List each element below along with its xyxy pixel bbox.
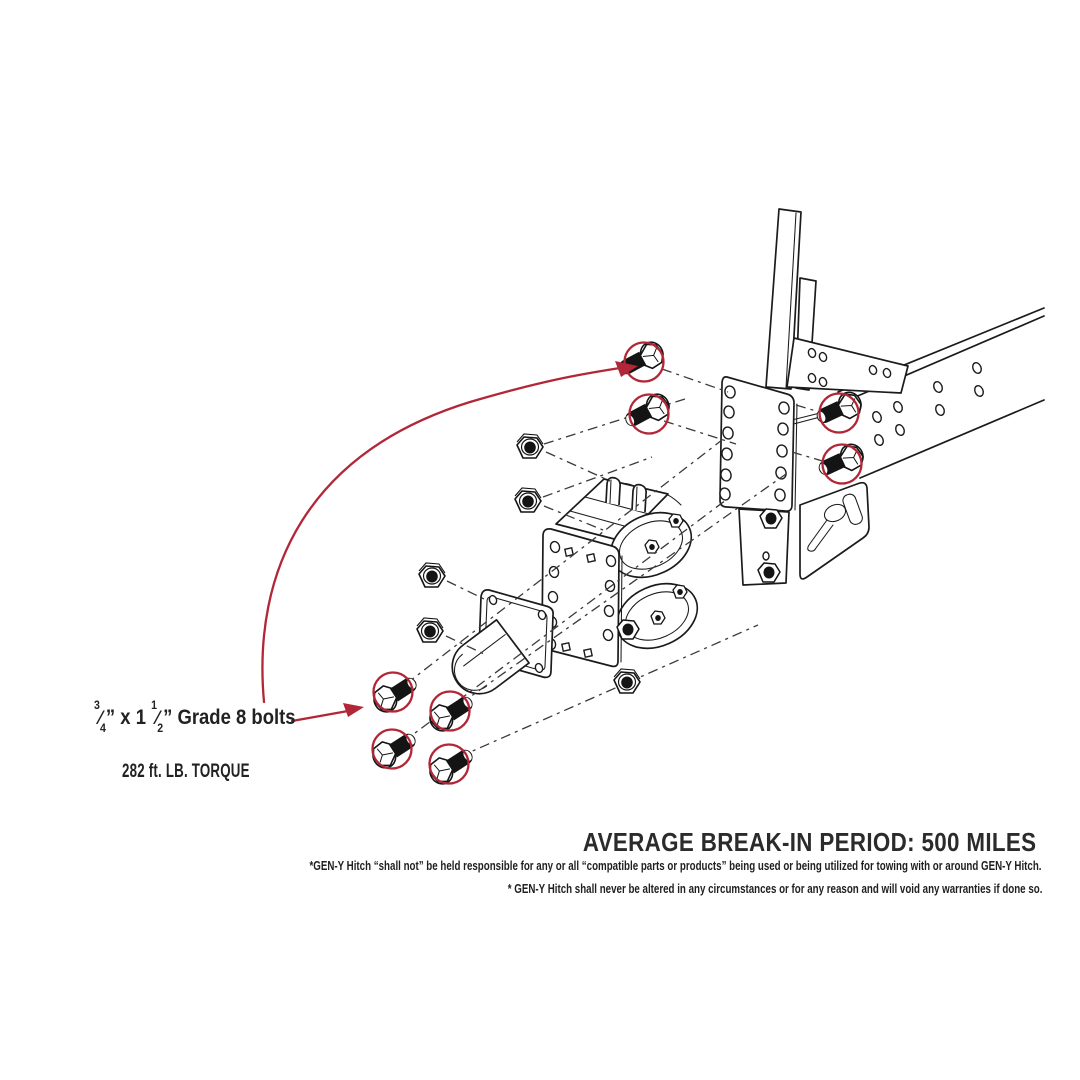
hex-nut (516, 433, 544, 459)
bolt-highlight-circle (821, 443, 863, 485)
bolt-highlight-circle (371, 728, 413, 770)
bolt-highlight-circle (818, 392, 860, 434)
hex-nut (416, 617, 444, 643)
torsion-head-assembly (541, 476, 699, 668)
fraction-three-quarters: 3⁄4 (94, 698, 106, 736)
clamp-tab (631, 483, 647, 513)
hex-bolt (368, 669, 423, 717)
flange-holes (488, 594, 547, 674)
side-bracket (799, 481, 870, 580)
torque-label: 282 ft. LB. TORQUE (122, 761, 250, 782)
red-callouts (261, 341, 863, 785)
hex-nut (613, 668, 641, 694)
callout-arc (261, 366, 622, 704)
bolt-highlight-circle (429, 690, 471, 732)
bolt-highlight-circle (428, 743, 470, 785)
receiver-shank (451, 618, 530, 695)
alignment-lines (402, 368, 830, 758)
bolt-spec-label: 3⁄4” x 1 1⁄2” Grade 8 bolts (94, 698, 296, 736)
fraction-one-half: 1⁄2 (151, 698, 164, 736)
hex-nut (418, 562, 446, 588)
hex-nut (514, 487, 542, 513)
trailer-frame-rail (837, 307, 1045, 479)
frame-gusset-plate (743, 337, 909, 438)
bolt-highlight-circle (628, 393, 670, 435)
disclaimer-line-2: * GEN-Y Hitch shall never be altered in … (507, 882, 1042, 896)
hex-bolt (367, 725, 422, 773)
pintle-mounting-plate (719, 376, 798, 586)
disclaimer-line-1: *GEN-Y Hitch “shall not” be held respons… (309, 859, 1042, 873)
clamp-tab (605, 476, 621, 506)
torsion-cartridge-upper (609, 511, 693, 579)
callout-arrow (290, 709, 350, 723)
frame-holes (872, 362, 984, 446)
callout-arc-arrowhead (615, 361, 638, 377)
bolt-highlight-circle (372, 671, 414, 713)
break-in-heading: AVERAGE BREAK-IN PERIOD: 500 MILES (582, 827, 1036, 857)
hex-bolt (424, 741, 479, 789)
bolt-highlight-circle (623, 341, 665, 383)
callout-arrow-arrowhead (343, 703, 364, 717)
